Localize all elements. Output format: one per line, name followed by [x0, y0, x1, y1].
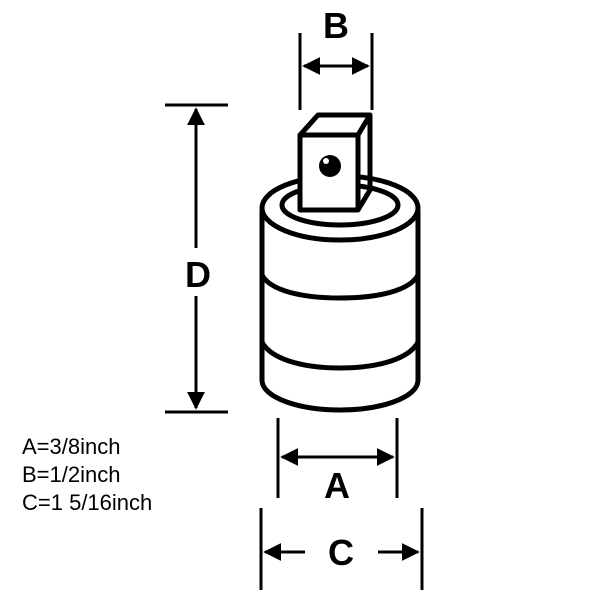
spec-list: A=3/8inch B=1/2inch C=1 5/16inch [22, 433, 152, 517]
dimension-c-label: C [328, 532, 354, 573]
spec-c: C=1 5/16inch [22, 490, 153, 515]
dimension-a-label: A [324, 465, 350, 506]
dimension-d-label: D [185, 254, 211, 295]
dimension-b-label: B [323, 5, 349, 46]
spec-b: B=1/2inch [22, 462, 121, 487]
dimension-b [298, 33, 374, 110]
square-drive [297, 112, 373, 213]
detent-ball [319, 155, 341, 177]
dimension-c [259, 508, 424, 590]
spec-a: A=3/8inch [22, 434, 121, 459]
dimension-a [276, 418, 399, 498]
